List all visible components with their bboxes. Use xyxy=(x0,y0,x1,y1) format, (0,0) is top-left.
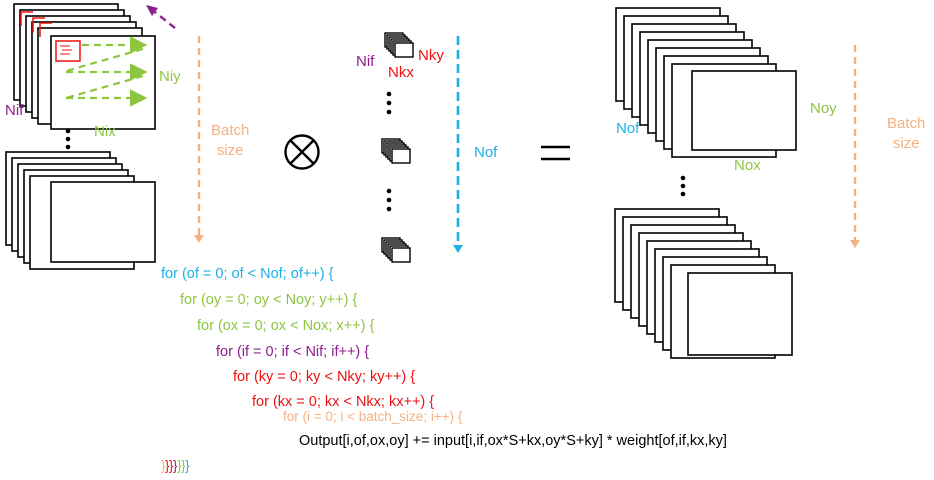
equals-sign xyxy=(541,145,570,161)
closing-brace-of: } xyxy=(185,458,190,473)
code-line-mac-statement: Output[i,of,ox,oy] += input[i,if,ox*S+kx… xyxy=(299,433,727,449)
output-nox-label: Nox xyxy=(734,157,761,174)
input-niy-label: Niy xyxy=(159,68,181,85)
input-ellipsis xyxy=(65,128,71,150)
kernel-nof-arrow xyxy=(453,36,463,253)
code-line-kx-loop: for (kx = 0; kx < Nkx; kx++) { xyxy=(252,394,435,410)
output-feature-map-stack-bottom xyxy=(614,208,793,359)
input-feature-map-stack-bottom xyxy=(5,151,156,270)
input-nix-label: Nix xyxy=(94,123,116,140)
kernel-ellipsis-2 xyxy=(386,188,392,212)
code-line-of-loop: for (of = 0; of < Nof; of++) { xyxy=(161,266,334,282)
input-batch-arrow xyxy=(194,36,204,243)
kernel-nof-label: Nof xyxy=(474,144,498,161)
kernel-ellipsis-1 xyxy=(386,91,392,115)
closing-brace-if: } xyxy=(173,458,178,473)
code-line-if-loop: for (if = 0; if < Nif; if++) { xyxy=(216,344,370,360)
output-nof-label: Nof xyxy=(616,120,640,137)
kernel-stack-2 xyxy=(381,138,411,164)
kernel-nky-label: Nky xyxy=(418,47,444,64)
closing-brace-ox: } xyxy=(177,458,182,473)
code-line-batch-loop: for (i = 0; i < batch_size; i++) { xyxy=(283,409,463,424)
nif-direction-arrow xyxy=(146,5,176,29)
closing-brace-oy: } xyxy=(181,458,186,473)
input-nif-label: Nif xyxy=(5,102,24,119)
closing-brace-kx: } xyxy=(165,458,170,473)
scan-arrows xyxy=(65,36,148,107)
kernel-nif-label: Nif xyxy=(356,53,375,70)
code-line-ky-loop: for (ky = 0; ky < Nky; ky++) { xyxy=(233,369,416,385)
closing-brace-ky: } xyxy=(169,458,174,473)
code-line-ox-loop: for (ox = 0; ox < Nox; x++) { xyxy=(197,318,375,334)
kernel-window-marks xyxy=(20,11,81,62)
code-line-oy-loop: for (oy = 0; oy < Noy; y++) { xyxy=(180,292,358,308)
output-ellipsis xyxy=(680,175,686,197)
closing-brace-batch: } xyxy=(161,458,166,473)
output-noy-dashed-line xyxy=(850,45,860,248)
convolution-operator xyxy=(283,133,321,171)
kernel-nkx-label: Nkx xyxy=(388,64,414,81)
kernel-stack-1 xyxy=(384,32,414,58)
output-batch-size-label: Batch size xyxy=(887,115,926,153)
input-batch-size-label: Batch size xyxy=(211,122,250,160)
output-noy-label: Noy xyxy=(810,100,837,117)
code-closing-braces: }}}}}}} xyxy=(161,458,190,473)
kernel-stack-3 xyxy=(381,237,411,263)
output-feature-map-stack-top xyxy=(615,7,797,158)
